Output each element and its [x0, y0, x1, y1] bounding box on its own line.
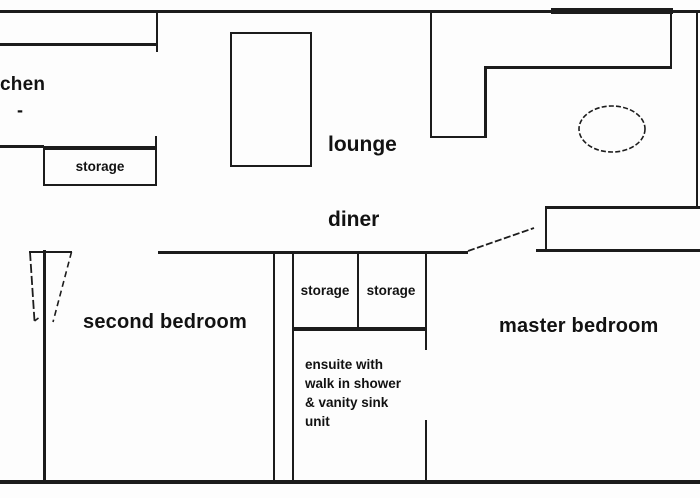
- storage-divider-wall: [356, 252, 359, 329]
- wall-middle: [158, 251, 468, 254]
- master-wardrobe-left-edge: [544, 206, 547, 250]
- kitchen-label: chen: [0, 74, 46, 95]
- storage-right-label: storage: [366, 282, 416, 298]
- second-bedroom-label: second bedroom: [83, 311, 247, 333]
- wall-bottom: [0, 479, 700, 484]
- master-top-wall: [536, 248, 700, 252]
- lounge-diner-label: lounge diner: [328, 82, 397, 282]
- ensuite-right-wall-upper: [424, 252, 427, 350]
- wall-top: [0, 10, 700, 13]
- ensuite-line-2: walk in shower: [305, 376, 402, 391]
- second-bedroom-door-header: [29, 250, 72, 253]
- wall-top-thick-segment: [551, 8, 673, 14]
- lounge-rectangle: [230, 32, 312, 167]
- master-wardrobe-top-edge: [544, 206, 700, 209]
- master-door-leaf: [467, 227, 535, 252]
- kitchen-dash: -: [17, 100, 23, 120]
- lounge-l-wall-v1: [429, 12, 432, 138]
- second-bedroom-left-wall: [43, 250, 46, 483]
- ensuite-left-wall: [291, 251, 294, 482]
- second-bedroom-door-swing: [52, 251, 73, 323]
- ensuite-line-1: ensuite with: [305, 357, 384, 372]
- lounge-l-wall-v2: [484, 67, 487, 138]
- second-bedroom-door-leaf-bottom: [34, 317, 39, 322]
- kitchen-storage-label: storage: [75, 158, 125, 174]
- kitchen-storage-box: [43, 146, 157, 186]
- ensuite-label: ensuite with walk in shower & vanity sin…: [305, 355, 401, 431]
- master-bedroom-label: master bedroom: [499, 315, 659, 337]
- lounge-l-wall-v3: [669, 12, 672, 68]
- kitchen-lower-wall-segment: [0, 145, 44, 148]
- kitchen-counter-line: [0, 43, 158, 46]
- lounge-diner-line2: diner: [328, 208, 380, 231]
- kitchen-wall-tick: [155, 12, 158, 52]
- lounge-l-wall-h1: [429, 135, 487, 138]
- lounge-l-wall-h2: [484, 66, 672, 69]
- kitchen-storage-right-tick: [154, 136, 157, 150]
- ensuite-line-3: & vanity sink: [305, 395, 389, 410]
- wall-right-upper: [695, 12, 698, 207]
- second-bedroom-door-leaf-left: [29, 251, 36, 322]
- round-table: [578, 105, 646, 153]
- ensuite-right-wall-lower: [424, 420, 427, 482]
- corridor-wall: [273, 251, 275, 482]
- storage-bottom-wall: [292, 326, 427, 331]
- ensuite-line-4: unit: [305, 414, 330, 429]
- lounge-diner-line1: lounge: [328, 133, 397, 156]
- storage-left-label: storage: [300, 282, 350, 298]
